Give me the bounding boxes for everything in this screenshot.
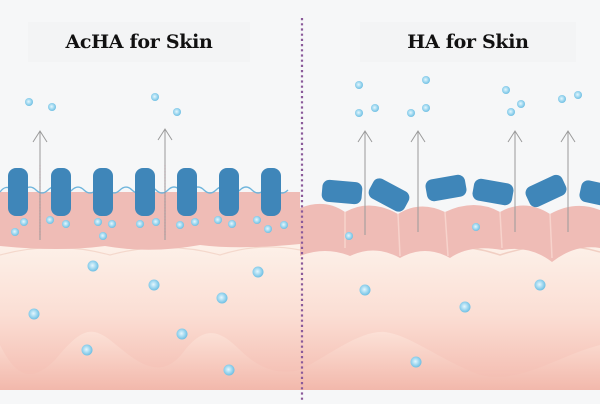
left-panel-title: AcHA for Skin: [65, 31, 213, 53]
left-guide-lines: [39, 165, 166, 235]
right-stratum-corneum: [300, 203, 600, 262]
right-panel-header: HA for Skin: [360, 22, 576, 62]
ha-molecule-layer: [321, 174, 600, 212]
acha-molecule-barrier: [0, 168, 289, 216]
right-evaporation-arrows: [357, 130, 576, 235]
left-panel-header: AcHA for Skin: [28, 22, 250, 62]
right-panel-title: HA for Skin: [407, 31, 529, 53]
